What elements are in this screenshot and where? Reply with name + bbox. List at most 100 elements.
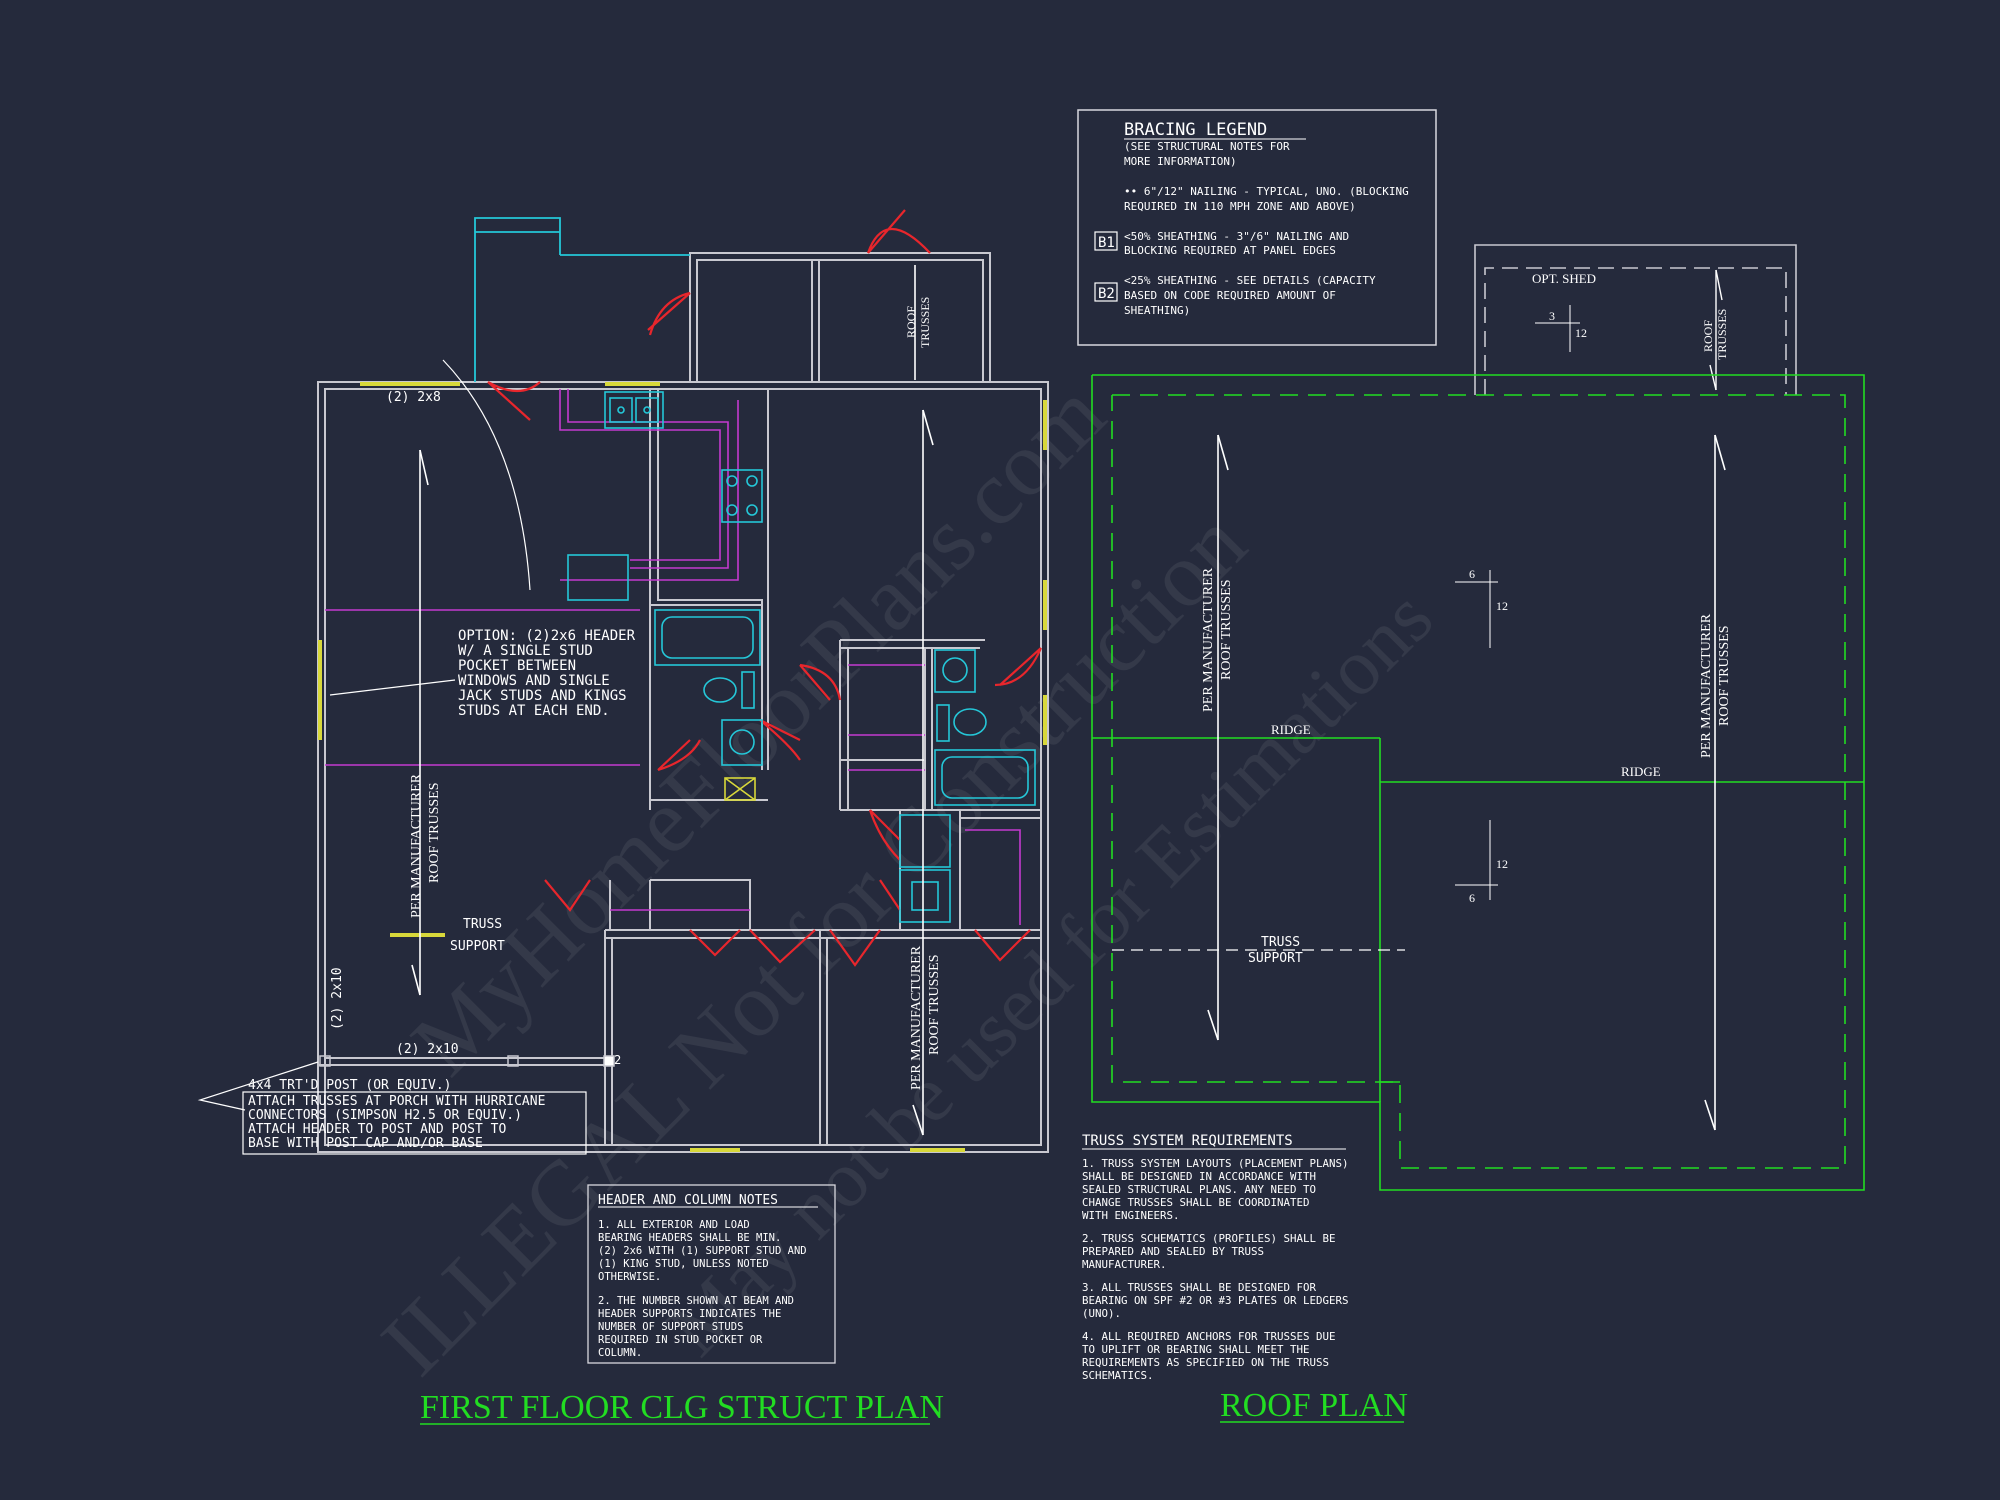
doors [487, 209, 1043, 967]
bracing-legend-title: BRACING LEGEND [1124, 120, 1267, 140]
header-notes-line: NUMBER OF SUPPORT STUDS [598, 1321, 743, 1333]
roof-per-mfr-text: PER MANUFACTURER [1201, 567, 1216, 712]
option-note-line: W/ A SINGLE STUD [458, 643, 593, 659]
roof-trusses-top-text: TRUSSES [918, 297, 932, 348]
per-mfr-text: PER MANUFACTURER [409, 773, 424, 918]
post-note-line: ATTACH HEADER TO POST AND POST TO [248, 1122, 506, 1137]
roof-truss-arrows [1207, 434, 1726, 1131]
post-note-line: BASE WITH POST CAP AND/OR BASE [248, 1136, 483, 1151]
porch-posts [319, 1055, 615, 1067]
roof-pitch-run: 12 [1496, 599, 1508, 613]
water-heater-icon [724, 777, 756, 801]
truss-req-line: SCHEMATICS. [1082, 1369, 1154, 1382]
floor-plan-title: FIRST FLOOR CLG STRUCT PLAN [420, 1389, 944, 1426]
truss-req-line: SHALL BE DESIGNED IN ACCORDANCE WITH [1082, 1170, 1316, 1183]
roof-plan-title: ROOF PLAN [1220, 1387, 1408, 1424]
truss-req-line: BEARING ON SPF #2 OR #3 PLATES OR LEDGER… [1082, 1294, 1349, 1307]
bracing-tag-b1: B1 [1098, 235, 1115, 251]
roof-pitch-rise: 6 [1469, 567, 1475, 581]
windows [318, 382, 1047, 1152]
kitchen-sink-icon [604, 391, 664, 429]
truss-req-line: 4. ALL REQUIRED ANCHORS FOR TRUSSES DUE [1082, 1330, 1336, 1343]
truss-req-line: 2. TRUSS SCHEMATICS (PROFILES) SHALL BE [1082, 1232, 1336, 1245]
header-2x10-horizontal-label: (2) 2x10 [396, 1042, 459, 1057]
truss-req-line: PREPARED AND SEALED BY TRUSS [1082, 1245, 1264, 1258]
shed-truss-arrow [1709, 269, 1723, 391]
header-notes-line: 1. ALL EXTERIOR AND LOAD [598, 1219, 750, 1231]
bracing-legend-text: <50% SHEATHING - 3"/6" NAILING AND [1124, 230, 1349, 243]
entry-stoop [474, 217, 690, 382]
shed-pitch-symbol [1535, 305, 1580, 352]
bracing-legend-text: SHEATHING) [1124, 304, 1190, 317]
header-notes-line: 2. THE NUMBER SHOWN AT BEAM AND [598, 1295, 794, 1307]
truss-req-line: 3. ALL TRUSSES SHALL BE DESIGNED FOR [1082, 1281, 1317, 1294]
option-note-line: OPTION: (2)2x6 HEADER [458, 628, 636, 644]
truss-req-line: SEALED STRUCTURAL PLANS. ANY NEED TO [1082, 1183, 1316, 1196]
bath2-lavatory-icon [934, 649, 976, 693]
header-notes-title: HEADER AND COLUMN NOTES [598, 1193, 778, 1208]
ridge-label-right: RIDGE [1621, 764, 1661, 779]
roof-trusses-top-label: ROOF TRUSSES [904, 297, 932, 348]
toilet-icon [703, 677, 737, 703]
per-mfr-text: ROOF TRUSSES [427, 782, 442, 883]
shed-pitch-rise: 3 [1549, 309, 1555, 323]
kitchen-cabinets [325, 389, 1021, 925]
truss-support-label: SUPPORT [450, 939, 505, 954]
bath2-tub-icon [934, 749, 1036, 806]
truss-req-line: (UNO). [1082, 1307, 1121, 1320]
leader-lines [197, 359, 531, 1111]
post-note-line: ATTACH TRUSSES AT PORCH WITH HURRICANE [248, 1094, 545, 1109]
roof-per-mfr-text: PER MANUFACTURER [1699, 613, 1714, 758]
header-2x8-label: (2) 2x8 [386, 390, 441, 405]
shed-pitch-run: 12 [1575, 326, 1587, 340]
dryer-icon [899, 869, 951, 923]
roof-pitch-symbols [1455, 570, 1498, 900]
header-notes-line: COLUMN. [598, 1347, 642, 1359]
post-note-head: 4x4 TRT'D POST (OR EQUIV.) [248, 1078, 452, 1093]
header-column-notes: HEADER AND COLUMN NOTES 1. ALL EXTERIOR … [587, 1184, 836, 1364]
post-note: 4x4 TRT'D POST (OR EQUIV.) ATTACH TRUSSE… [242, 1078, 587, 1155]
shed-trusses-text: ROOF [1701, 320, 1715, 352]
truss-requirements-title: TRUSS SYSTEM REQUIREMENTS [1082, 1133, 1293, 1149]
washer-icon [899, 814, 951, 868]
opt-shed [1474, 244, 1797, 395]
first-floor-plan: (2) 2x8 OPTION: (2)2x6 HEADER W/ A SINGL… [197, 209, 1049, 1155]
header-notes-line: REQUIRED IN STUD POCKET OR [598, 1334, 763, 1346]
option-note-line: STUDS AT EACH END. [458, 703, 610, 719]
roof-truss-support-label: TRUSS [1261, 935, 1300, 950]
header-notes-line: HEADER SUPPORTS INDICATES THE [598, 1308, 781, 1320]
bracing-legend-text: <25% SHEATHING - SEE DETAILS (CAPACITY [1124, 274, 1376, 287]
roof-pitch-rise: 6 [1469, 891, 1475, 905]
post-note-line: CONNECTORS (SIMPSON H2.5 OR EQUIV.) [248, 1108, 522, 1123]
fixtures [567, 391, 1036, 923]
roof-per-mfr-left: PER MANUFACTURER ROOF TRUSSES [1201, 567, 1234, 712]
ridge-label-left: RIDGE [1271, 722, 1311, 737]
truss-arrows [411, 265, 934, 1136]
header-notes-line: (2) 2x6 WITH (1) SUPPORT STUD AND [598, 1245, 807, 1257]
option-note: OPTION: (2)2x6 HEADER W/ A SINGLE STUD P… [458, 628, 636, 719]
range-icon [721, 469, 763, 523]
bracing-legend-text: BLOCKING REQUIRED AT PANEL EDGES [1124, 244, 1336, 257]
bracing-legend-text: REQUIRED IN 110 MPH ZONE AND ABOVE) [1124, 200, 1356, 213]
header-notes-line: OTHERWISE. [598, 1271, 661, 1283]
per-mfr-text: ROOF TRUSSES [927, 954, 942, 1055]
truss-req-line: MANUFACTURER. [1082, 1258, 1167, 1271]
roof-pitch-run: 12 [1496, 857, 1508, 871]
truss-req-line: CHANGE TRUSSES SHALL BE COORDINATED [1082, 1196, 1310, 1209]
header-notes-line: (1) KING STUD, UNLESS NOTED [598, 1258, 769, 1270]
per-mfr-right-label: PER MANUFACTURER ROOF TRUSSES [909, 945, 942, 1090]
header-notes-line: BEARING HEADERS SHALL BE MIN. [598, 1232, 781, 1244]
option-note-line: POCKET BETWEEN [458, 658, 576, 674]
truss-req-line: REQUIREMENTS AS SPECIFIED ON THE TRUSS [1082, 1356, 1329, 1369]
truss-req-line: 1. TRUSS SYSTEM LAYOUTS (PLACEMENT PLANS… [1082, 1157, 1349, 1170]
roof-per-mfr-text: ROOF TRUSSES [1717, 625, 1732, 726]
bracing-legend-text: BASED ON CODE REQUIRED AMOUNT OF [1124, 289, 1336, 302]
per-mfr-text: PER MANUFACTURER [909, 945, 924, 1090]
option-note-line: WINDOWS AND SINGLE [458, 673, 610, 689]
header-2x10-vertical-label: (2) 2x10 [330, 967, 345, 1030]
opt-shed-label: OPT. SHED [1532, 271, 1596, 286]
fridge-icon [567, 554, 629, 601]
roof-per-mfr-right: PER MANUFACTURER ROOF TRUSSES [1699, 613, 1732, 758]
bracing-legend: BRACING LEGEND (SEE STRUCTURAL NOTES FOR… [1077, 109, 1437, 346]
